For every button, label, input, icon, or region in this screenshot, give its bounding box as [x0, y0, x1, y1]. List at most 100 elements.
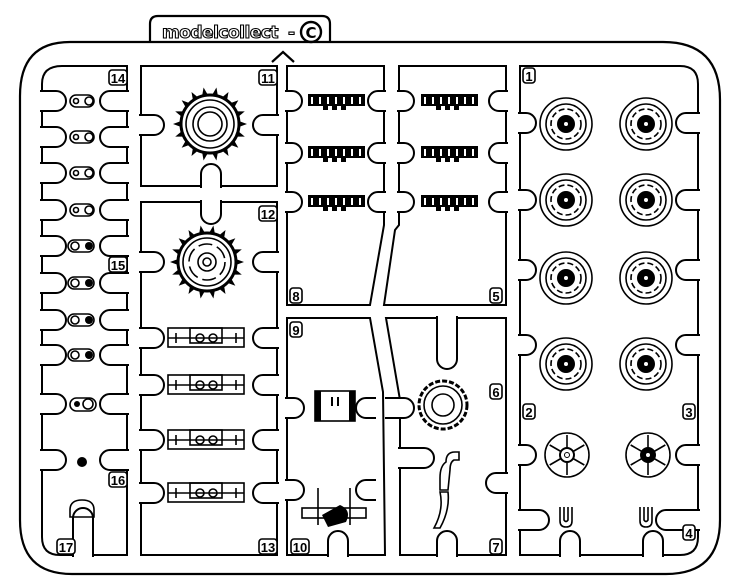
- runner-gate: [367, 90, 386, 112]
- runner-gate: [99, 199, 129, 221]
- wheel-inner: [630, 184, 662, 216]
- track-link-tooth: [436, 207, 441, 211]
- track-link-tooth: [341, 158, 346, 162]
- runner-gate: [40, 309, 67, 331]
- u-clip-inner: [643, 507, 649, 523]
- wheel-axle: [644, 362, 648, 366]
- wheel-axle: [564, 122, 568, 126]
- track-link-slot: [432, 149, 434, 156]
- track-link-slot: [472, 97, 474, 104]
- runner-gate: [518, 334, 537, 356]
- track-link-slot: [448, 149, 450, 156]
- sprocket-ring: [182, 237, 232, 287]
- runner-gate: [488, 142, 508, 164]
- bay-5: [382, 65, 507, 306]
- runner-gate: [139, 374, 165, 396]
- wheel-inner: [550, 108, 582, 140]
- wheel-tire: [619, 97, 673, 151]
- runner-gate: [518, 259, 537, 281]
- brand-name: modelcollect: [162, 23, 278, 43]
- track-link-slot: [359, 149, 361, 156]
- part-number-16: 16: [111, 473, 125, 488]
- runner-gate: [355, 479, 376, 501]
- track-link-slot: [424, 198, 426, 205]
- u-clip: [639, 507, 653, 528]
- part-number-1: 1: [525, 69, 532, 84]
- wheel-axle: [644, 122, 648, 126]
- track-link-tooth: [332, 207, 337, 211]
- pin-block: [189, 482, 223, 499]
- link-hole: [85, 279, 93, 287]
- runner-gate: [485, 472, 508, 494]
- track-link-tooth: [454, 106, 459, 110]
- part-number-6: 6: [492, 385, 499, 400]
- link-part: [67, 239, 95, 253]
- wheel-axle: [564, 198, 568, 202]
- runner-gate: [40, 162, 67, 184]
- part-label-box: [682, 403, 696, 420]
- track-pin-part: [167, 429, 245, 450]
- wheel-tire: [539, 337, 593, 391]
- link-hole: [85, 242, 93, 250]
- runner-gate: [642, 530, 664, 557]
- track-link-tooth: [445, 207, 450, 211]
- pin-eye: [195, 333, 205, 343]
- runner-gate: [285, 142, 303, 164]
- part-label-box: [56, 538, 76, 555]
- pin-part: [77, 457, 87, 467]
- sprocket-tooth: [178, 277, 188, 286]
- runner-gate: [518, 509, 550, 531]
- part-label-box: [290, 538, 310, 555]
- bracket-side: [349, 391, 355, 421]
- wheel-inner: [550, 348, 582, 380]
- link-hole: [85, 316, 93, 324]
- wheel-rim: [625, 343, 667, 385]
- track-link-slot: [448, 198, 450, 205]
- part-number-10: 10: [293, 540, 307, 555]
- part-number-7: 7: [492, 540, 499, 555]
- runner-gate: [675, 334, 700, 356]
- part-label-box: [258, 538, 278, 555]
- sprocket-12: [170, 225, 244, 299]
- idler-wheel-2: [544, 432, 590, 478]
- track-link-slot: [319, 149, 321, 156]
- runner-gate: [139, 327, 165, 349]
- link-hole: [82, 398, 94, 410]
- part-number-17: 17: [59, 540, 73, 555]
- part-number-13: 13: [261, 540, 275, 555]
- part-number-5: 5: [492, 289, 499, 304]
- sprocket-hub: [192, 106, 228, 142]
- runner-gate: [397, 90, 415, 112]
- track-link-part: [308, 94, 365, 110]
- runner-gate: [99, 162, 129, 184]
- link-hole: [72, 133, 80, 141]
- runner-gate: [252, 251, 279, 273]
- link-part: [67, 276, 95, 290]
- track-link-tooth: [445, 106, 450, 110]
- runner-gate: [200, 200, 222, 225]
- runner-gate: [139, 114, 165, 136]
- runner-gate: [40, 344, 67, 366]
- pin-eye: [195, 435, 205, 445]
- wheel-rim: [545, 343, 587, 385]
- runner-gate: [327, 530, 349, 557]
- track-link-slot: [351, 198, 353, 205]
- bracket-side: [315, 391, 321, 421]
- track-link-tooth: [454, 207, 459, 211]
- runner-gate: [99, 126, 129, 148]
- wheel-rim: [625, 103, 667, 145]
- track-link-slot: [319, 97, 321, 104]
- bay-8: [286, 65, 385, 306]
- part-number-11: 11: [261, 71, 275, 86]
- wheel-rim: [545, 179, 587, 221]
- track-link-slot: [472, 149, 474, 156]
- runner-gate: [40, 235, 67, 257]
- part-number-3: 3: [685, 405, 692, 420]
- runner-gate: [355, 397, 376, 419]
- track-link-slot: [311, 149, 313, 156]
- track-link-slot: [311, 198, 313, 205]
- runner-gate: [559, 530, 581, 557]
- runner-gate: [285, 191, 303, 213]
- wheel-6: [417, 379, 469, 431]
